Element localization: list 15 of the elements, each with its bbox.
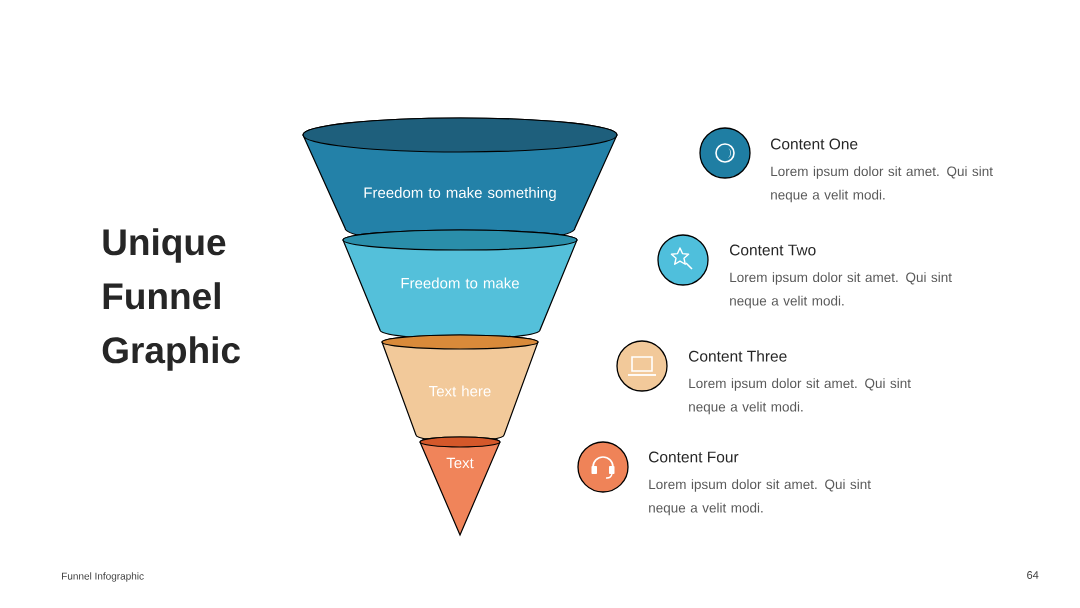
- item-description: Lorem ipsum dolor sit amet. Qui sint neque a velit modi.: [689, 378, 911, 415]
- item-heading: Content Four: [649, 451, 739, 463]
- item-description: Lorem ipsum dolor sit amet. Qui sint neque a velit modi.: [771, 166, 993, 203]
- page-number: 64: [1027, 571, 1039, 579]
- title: Unique Funnel Graphic: [102, 228, 240, 371]
- item-description: Lorem ipsum dolor sit amet. Qui sint neque a velit modi.: [730, 272, 952, 309]
- item-heading: Content Three: [689, 350, 787, 362]
- funnel-segment: Freedom to make: [342, 229, 578, 340]
- item-heading: Content One: [771, 138, 858, 150]
- funnel-segment: Text here: [381, 334, 539, 442]
- item-heading: Content Two: [730, 244, 816, 256]
- item-description: Lorem ipsum dolor sit amet. Qui sint neque a velit modi.: [649, 479, 871, 516]
- funnel-segment: Text: [419, 436, 501, 536]
- funnel-segment: Freedom to make something: [302, 117, 618, 244]
- footer-text: Funnel Infographic: [62, 572, 144, 582]
